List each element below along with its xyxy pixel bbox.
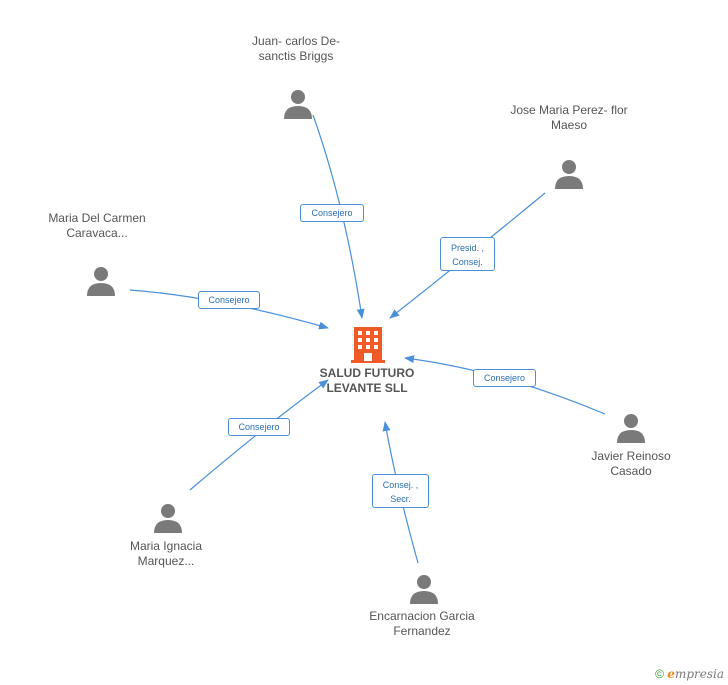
brand-logo[interactable]: empresia: [667, 667, 724, 681]
person-icon-maria-carmen[interactable]: [85, 265, 117, 297]
copyright-symbol: ©: [655, 667, 664, 681]
person-icon-maria-ignacia[interactable]: [152, 502, 184, 534]
role-label-jose[interactable]: Presid. , Consej.: [440, 237, 495, 271]
footer-credit: © empresia: [655, 667, 724, 681]
person-name-javier[interactable]: Javier Reinoso Casado: [591, 449, 671, 478]
person-name-maria-ignacia[interactable]: Maria Ignacia Marquez...: [129, 539, 203, 568]
role-label-juan[interactable]: Consejero: [300, 204, 364, 222]
person-icon-javier[interactable]: [615, 412, 647, 444]
role-label-encarnacion[interactable]: Consej. , Secr.: [372, 474, 429, 508]
company-name[interactable]: SALUD FUTURO LEVANTE SLL: [319, 366, 415, 395]
person-name-jose[interactable]: Jose Maria Perez- flor Maeso: [510, 103, 628, 132]
person-icon-jose[interactable]: [553, 158, 585, 190]
person-name-encarnacion[interactable]: Encarnacion Garcia Fernandez: [369, 609, 475, 638]
person-icon-juan[interactable]: [282, 88, 314, 120]
person-name-juan[interactable]: Juan- carlos De-sanctis Briggs: [251, 34, 341, 63]
building-icon[interactable]: [351, 327, 385, 363]
person-name-maria-carmen[interactable]: Maria Del Carmen Caravaca...: [48, 211, 146, 240]
role-label-maria-carmen[interactable]: Consejero: [198, 291, 260, 309]
role-label-javier[interactable]: Consejero: [473, 369, 536, 387]
person-icon-encarnacion[interactable]: [408, 573, 440, 605]
role-label-maria-ignacia[interactable]: Consejero: [228, 418, 290, 436]
